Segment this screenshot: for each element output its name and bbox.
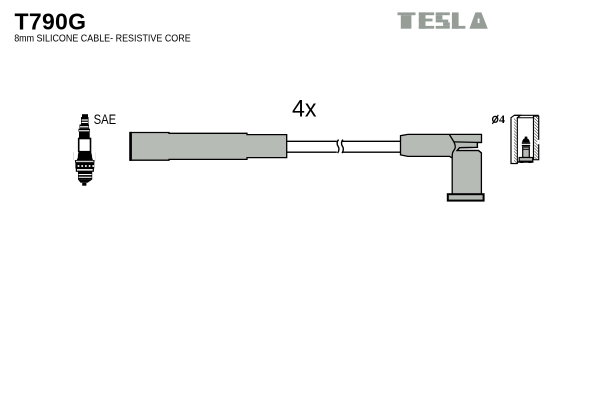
svg-text:T790G: T790G [15,8,87,34]
svg-text:8mm SILICONE CABLE- RESISTIVE: 8mm SILICONE CABLE- RESISTIVE CORE [14,34,191,45]
svg-text:SAE: SAE [94,112,117,127]
svg-text:4: 4 [499,112,505,126]
svg-text:4x: 4x [292,96,317,123]
